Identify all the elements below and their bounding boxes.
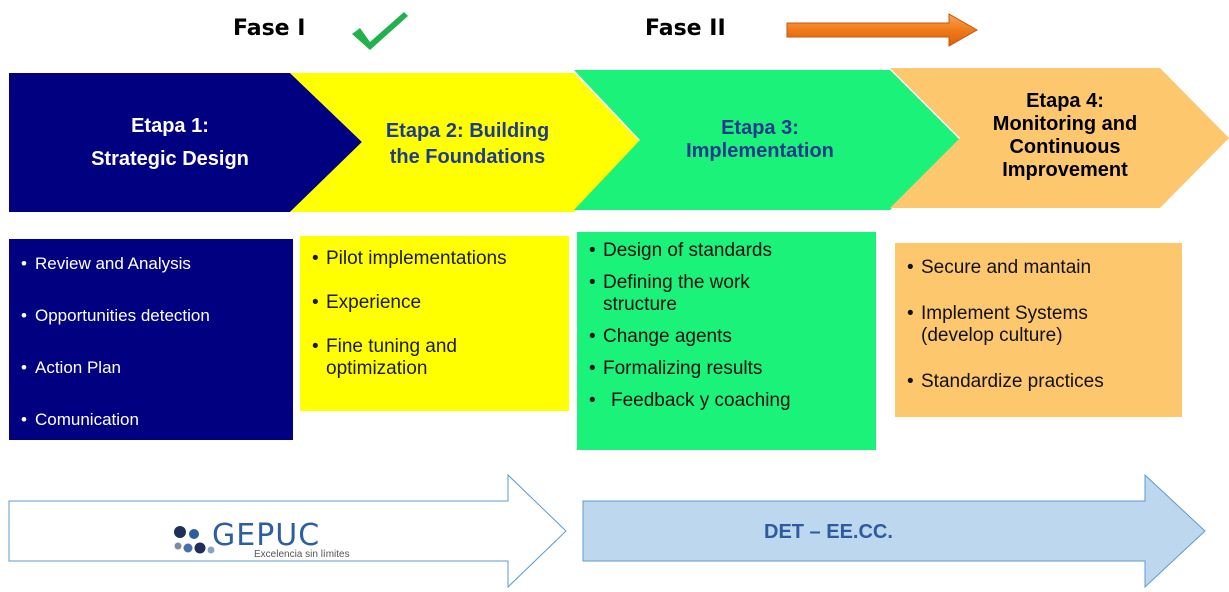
stage-1-title: Etapa 1:Strategic Design	[91, 115, 249, 170]
list-item: Fine tuning and optimization	[312, 336, 526, 380]
list-item: Design of standards	[589, 240, 876, 262]
phase-1-label: Fase I	[233, 16, 306, 41]
stage-2-chevron	[290, 73, 640, 212]
stage-1-chevron	[9, 73, 362, 212]
list-item: Comunication	[21, 409, 293, 431]
list-item: Pilot implementations	[312, 248, 569, 270]
dots-logo-icon	[174, 526, 215, 554]
stage-1-details: Review and Analysis Opportunities detect…	[9, 239, 293, 440]
checkmark-icon	[352, 12, 408, 50]
list-item: Defining the work structure	[589, 272, 818, 316]
arrow-right-icon	[786, 13, 979, 47]
list-item: Standardize practices	[907, 371, 1182, 393]
list-item: Review and Analysis	[21, 253, 293, 275]
list-item: Experience	[312, 292, 569, 314]
stage-4-details: Secure and mantain Implement Systems (de…	[895, 243, 1182, 417]
stage-2-details: Pilot implementations Experience Fine tu…	[300, 236, 569, 411]
bottom-right-label: DET – EE.CC.	[764, 521, 893, 543]
stage-4-chevron	[890, 68, 1229, 208]
stage-3-details: Design of standards Defining the work st…	[577, 232, 876, 450]
list-item: Action Plan	[21, 357, 293, 379]
logo-name: GEPUC	[212, 518, 321, 553]
list-item: Feedback y coaching	[589, 390, 876, 412]
stage-3-chevron	[574, 70, 960, 210]
bottom-right-arrow	[582, 473, 1206, 589]
list-item: Implement Systems (develop culture)	[907, 303, 1151, 347]
list-item: Secure and mantain	[907, 257, 1182, 279]
list-item: Formalizing results	[589, 358, 876, 380]
bottom-left-arrow	[8, 473, 567, 589]
stage-3-title: Etapa 3:Implementation	[686, 117, 834, 162]
list-item: Change agents	[589, 326, 876, 348]
logo-tagline: Excelencia sin límites	[254, 549, 350, 560]
gepuc-logo: GEPUC Excelencia sin límites	[172, 518, 402, 562]
list-item: Opportunities detection	[21, 305, 293, 327]
stage-chevrons	[9, 68, 1229, 212]
phase-2-label: Fase II	[645, 16, 726, 41]
